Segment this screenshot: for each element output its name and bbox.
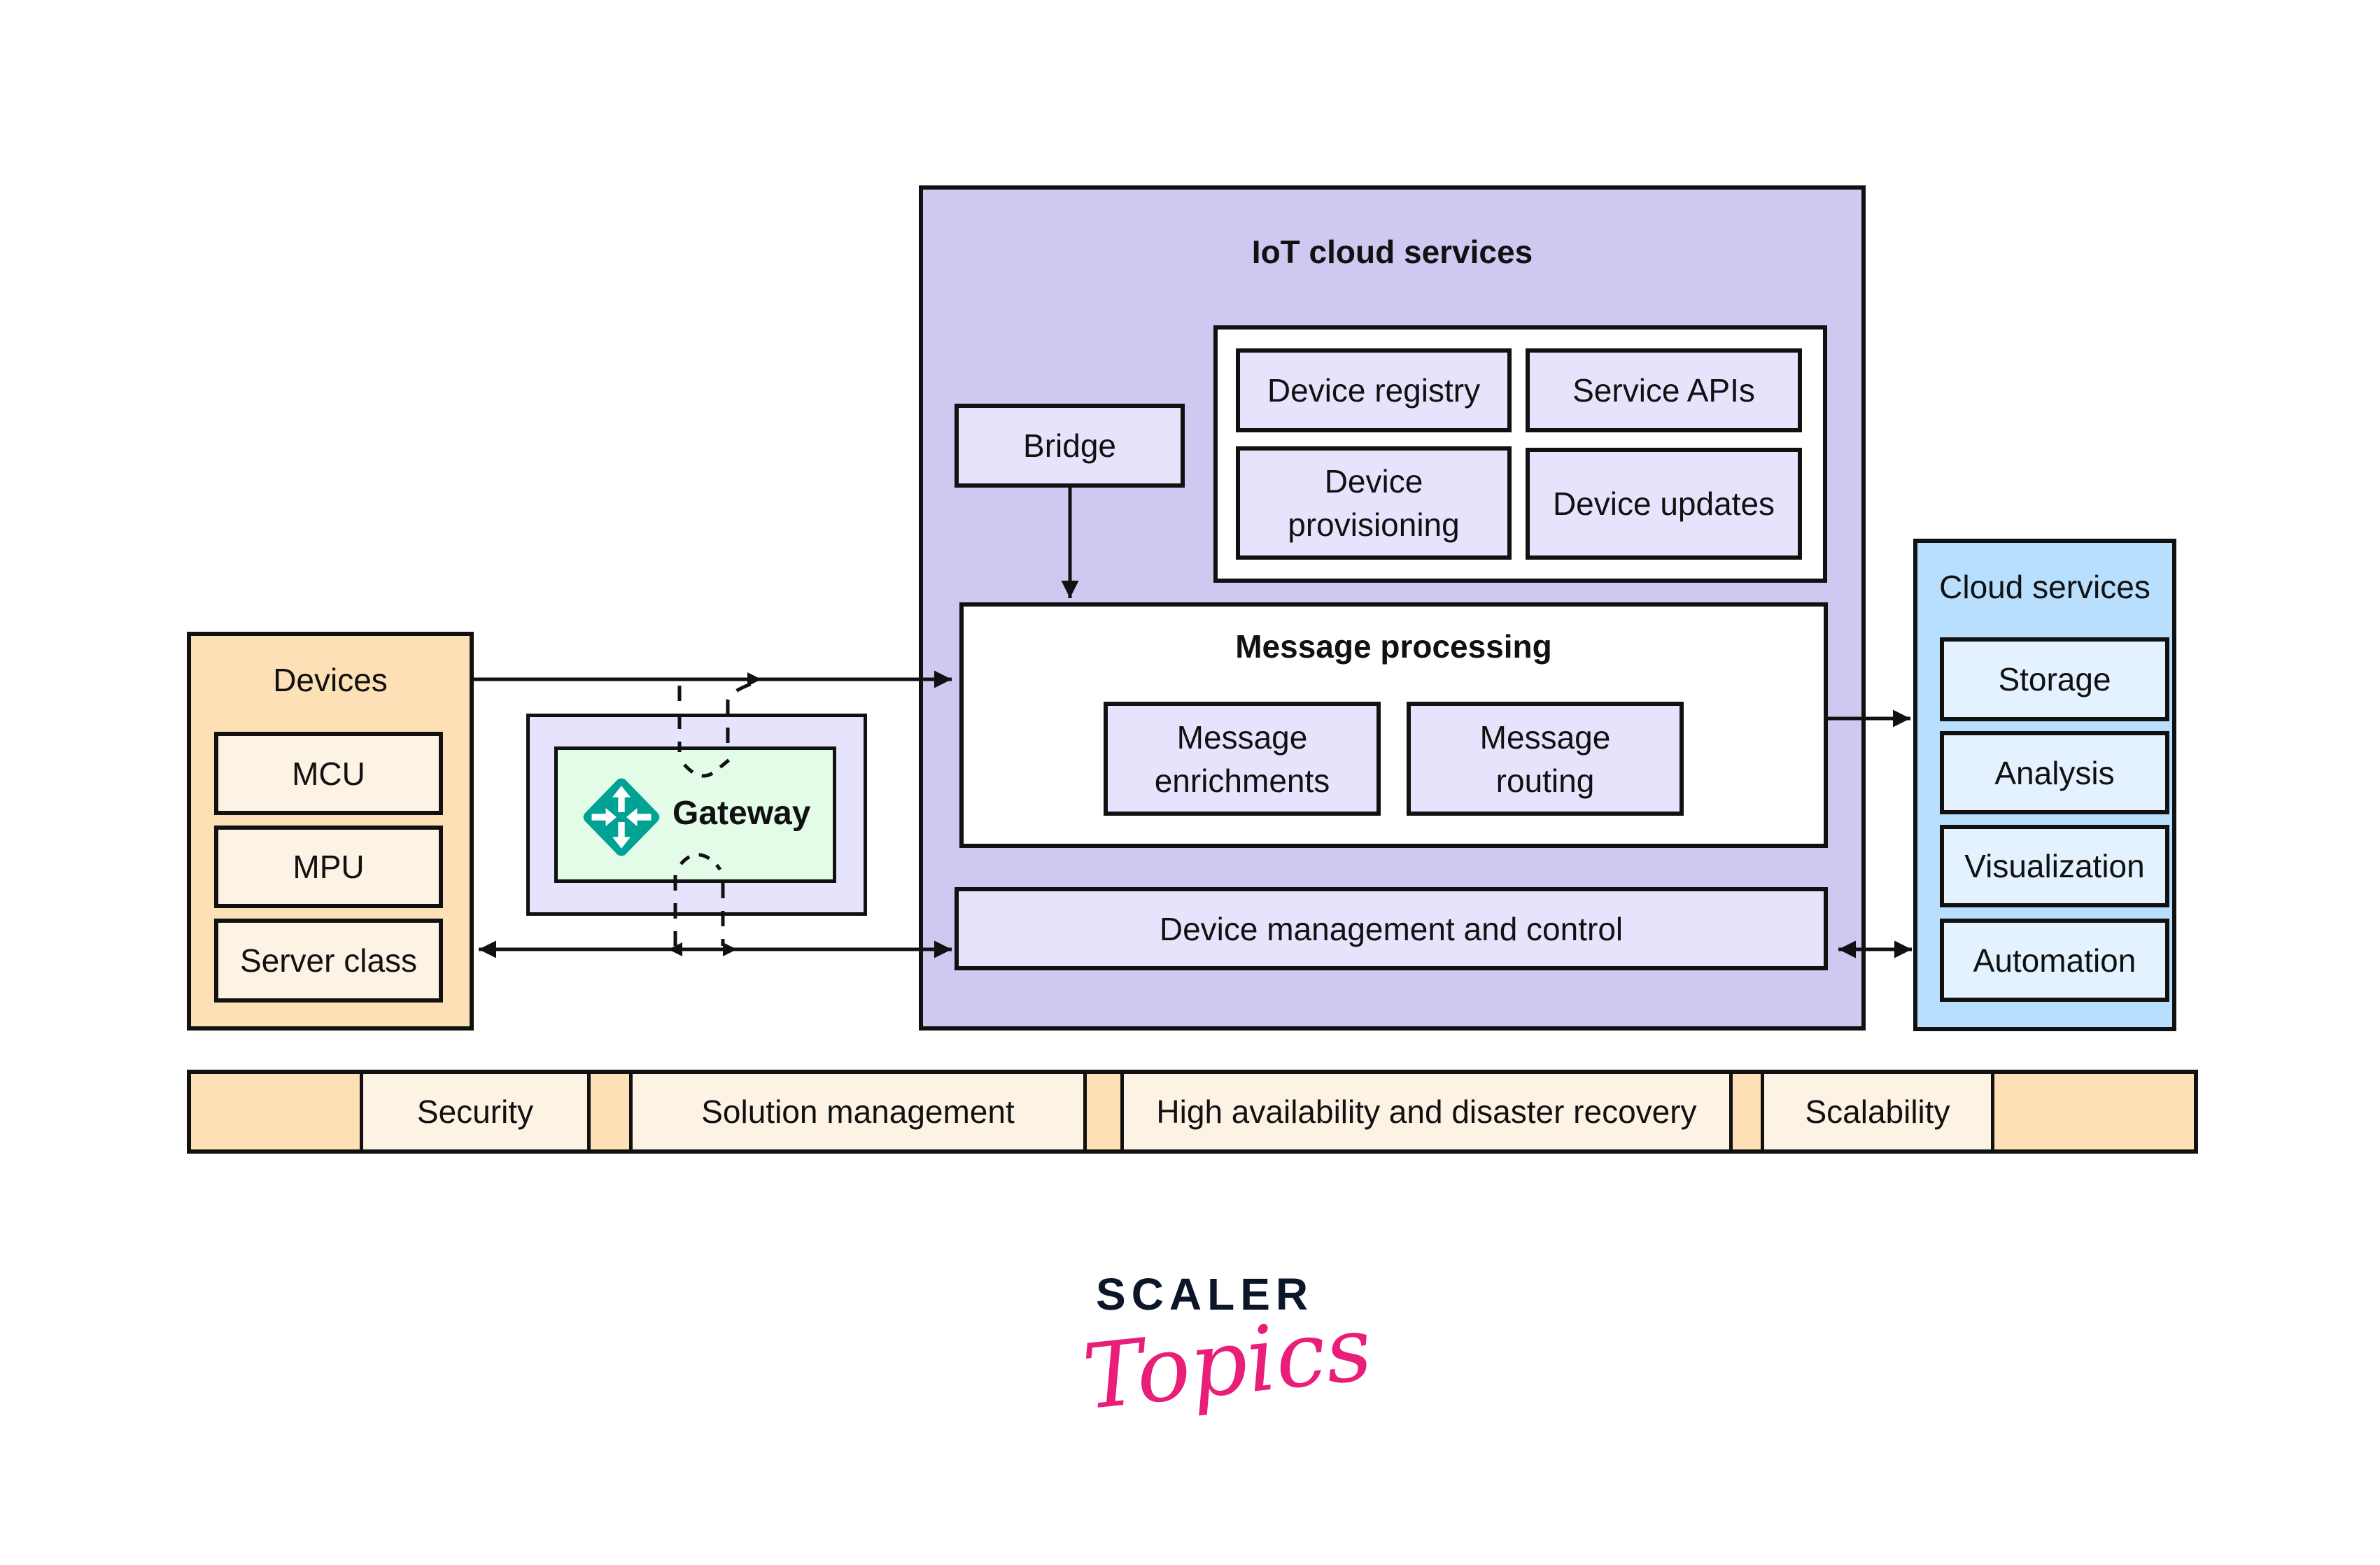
devices-title: Devices	[273, 662, 388, 698]
message-processing-panel: Message processing	[959, 602, 1828, 848]
device-provisioning-box: Device provisioning	[1236, 446, 1512, 560]
arrow-mid-head-bottom-left	[668, 942, 682, 956]
message-enrichments-box: Message enrichments	[1104, 702, 1381, 816]
cloud-storage-box: Storage	[1940, 637, 2169, 721]
router-arrows-icon	[583, 778, 660, 856]
device-mcu: MCU	[214, 732, 443, 815]
device-registry-box: Device registry	[1236, 348, 1512, 432]
device-updates-box: Device updates	[1526, 448, 1802, 560]
gateway-box: Gateway	[554, 746, 836, 883]
cross-cutting-bar: Security Solution management High availa…	[187, 1070, 2198, 1154]
cloud-automation-box: Automation	[1940, 919, 2169, 1002]
bar-high-availability: High availability and disaster recovery	[1120, 1074, 1733, 1149]
cloud-analysis-box: Analysis	[1940, 731, 2169, 814]
logo-scaler-text: SCALER	[1096, 1269, 1314, 1319]
message-processing-title: Message processing	[1235, 628, 1552, 665]
arrow-mid-head-bottom-right	[723, 942, 737, 956]
bridge-box: Bridge	[955, 404, 1185, 488]
device-server-class: Server class	[214, 919, 443, 1003]
cloud-visualization-box: Visualization	[1940, 825, 2169, 907]
device-management-box: Device management and control	[955, 887, 1828, 970]
device-mpu: MPU	[214, 826, 443, 908]
bar-solution-management: Solution management	[629, 1074, 1087, 1149]
logo-topics-text: Topics	[1078, 1296, 1377, 1431]
bar-scalability: Scalability	[1761, 1074, 1994, 1149]
message-routing-box: Message routing	[1407, 702, 1684, 816]
arrow-mid-head-top	[747, 672, 761, 686]
iot-cloud-services-title: IoT cloud services	[1251, 234, 1533, 270]
bar-security: Security	[360, 1074, 591, 1149]
cloud-services-title: Cloud services	[1939, 569, 2150, 605]
service-apis-box: Service APIs	[1526, 348, 1802, 432]
gateway-label: Gateway	[673, 795, 811, 832]
